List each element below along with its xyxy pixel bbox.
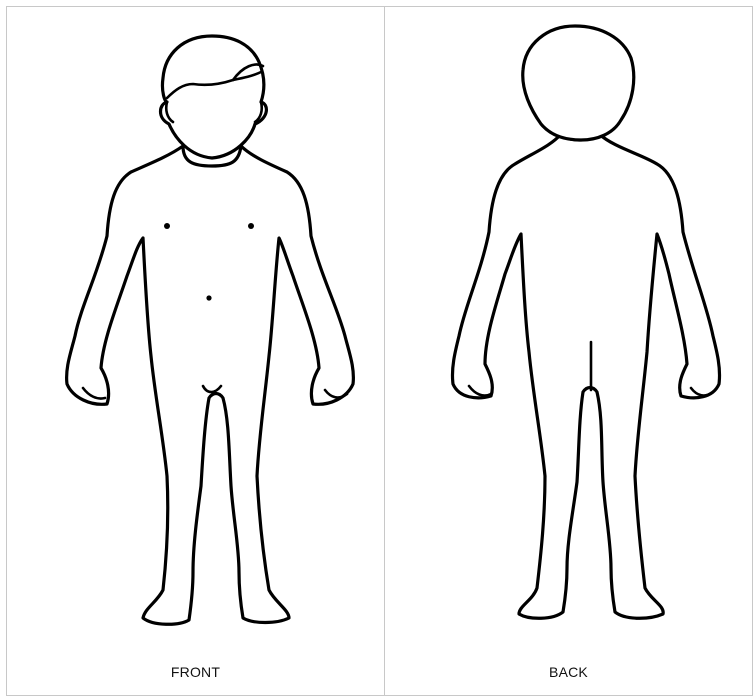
back-panel: BACK <box>385 6 752 684</box>
front-right-nipple <box>248 223 254 229</box>
front-panel: FRONT <box>7 6 384 684</box>
back-figure <box>385 6 752 656</box>
front-head <box>161 36 267 158</box>
front-left-nipple <box>164 223 170 229</box>
back-body-outline-svg <box>385 6 752 656</box>
front-figure <box>7 6 384 656</box>
back-head <box>523 26 634 140</box>
back-body-outline <box>452 134 719 618</box>
front-label: FRONT <box>7 664 384 680</box>
front-navel <box>206 295 211 300</box>
back-label: BACK <box>385 664 752 680</box>
front-body-outline <box>67 146 354 624</box>
front-body-outline-svg <box>7 6 384 656</box>
